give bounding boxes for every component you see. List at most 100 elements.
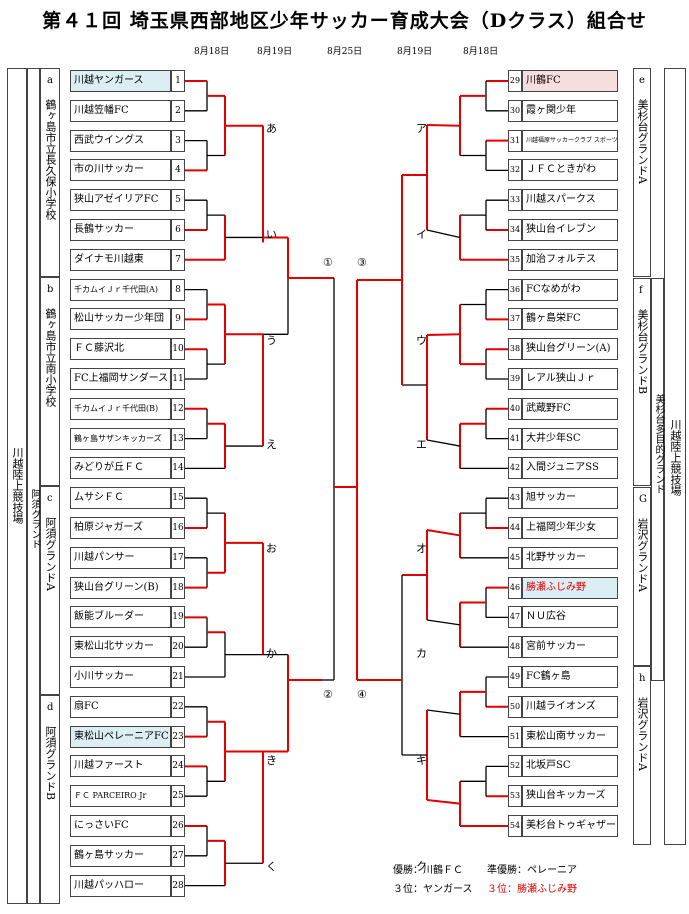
team-number: 10 bbox=[171, 338, 185, 361]
team-name: 狭山台グリーン(B) bbox=[70, 576, 171, 599]
team-name: 鶴ヶ島サザンキッカーズ bbox=[70, 427, 171, 450]
venue-block-left: b 鶴ヶ島市立南小学校 bbox=[40, 277, 60, 486]
team-name: 千カムイＪｒ千代田(B) bbox=[70, 397, 171, 420]
team-number: 22 bbox=[171, 695, 185, 718]
team-name: 宮前サッカー bbox=[522, 636, 618, 659]
team-number: 1 bbox=[171, 70, 185, 92]
team-name: FC鶴ヶ島 bbox=[522, 666, 618, 688]
team-number: 23 bbox=[171, 725, 185, 748]
team-name: 入間ジュニアSS bbox=[522, 457, 618, 480]
team-name: 美杉台トゥギャザー bbox=[522, 815, 618, 837]
team-name: 川鶴FC bbox=[522, 70, 618, 92]
result-third-a: ３位：ヤンガース bbox=[393, 884, 473, 895]
team-name: 川越笠幡FC bbox=[70, 99, 171, 122]
team-number: 54 bbox=[508, 815, 522, 837]
team-name: 狭山アゼイリアFC bbox=[70, 189, 171, 212]
team-name: 飯能ブルーダー bbox=[70, 606, 171, 629]
team-number: 53 bbox=[508, 785, 522, 808]
team-number: 15 bbox=[171, 487, 185, 510]
team-number: 38 bbox=[508, 338, 522, 361]
round-label-right: ア bbox=[416, 122, 427, 135]
team-number: 21 bbox=[171, 666, 185, 688]
team-name: 千カムイＪｒ千代田(A) bbox=[70, 278, 171, 301]
team-number: 44 bbox=[508, 517, 522, 539]
team-number: 9 bbox=[171, 308, 185, 331]
team-number: 52 bbox=[508, 755, 522, 778]
block-letter: e bbox=[639, 75, 645, 86]
team-name: 狭山台キッカーズ bbox=[522, 785, 618, 808]
team-number: 39 bbox=[508, 368, 522, 390]
venue-mid-left: 阿須グランド bbox=[27, 68, 40, 904]
round-label-right: エ bbox=[416, 438, 427, 451]
team-name: ダイナモ川越東 bbox=[70, 248, 171, 271]
bracket-line bbox=[426, 333, 461, 336]
round-label-right: オ bbox=[416, 542, 427, 555]
semifinal-3: ③ bbox=[357, 256, 367, 269]
team-name: 川越ヤンガース bbox=[70, 70, 171, 92]
team-name: 川越ライオンズ bbox=[522, 695, 618, 718]
venue-mid-right-label: 美杉台多目的グランド bbox=[653, 394, 664, 494]
team-name: 西武ウイングス bbox=[70, 129, 171, 152]
team-name: 小川サッカー bbox=[70, 666, 171, 688]
team-number: 48 bbox=[508, 636, 522, 659]
team-name: 川越パンサー bbox=[70, 546, 171, 569]
team-name: 川越スパークス bbox=[522, 189, 618, 212]
team-name: ＪＦＣときがわ bbox=[522, 159, 618, 182]
venue-mid-right: 美杉台多目的グランド bbox=[651, 278, 664, 681]
semifinal-2: ② bbox=[323, 688, 333, 701]
team-number: 31 bbox=[508, 129, 522, 152]
block-venue: 美杉台グランドB bbox=[636, 309, 649, 395]
team-number: 5 bbox=[171, 189, 185, 212]
page-title: 第４１回 埼玉県西部地区少年サッカー育成大会（Dクラス）組合せ bbox=[42, 10, 647, 32]
venue-block-right: e 美杉台グランドA bbox=[633, 68, 651, 277]
team-number: 42 bbox=[508, 457, 522, 480]
team-number: 29 bbox=[508, 70, 522, 92]
bracket-line bbox=[426, 709, 461, 715]
team-number: 33 bbox=[508, 189, 522, 212]
round-label-right: ウ bbox=[416, 334, 427, 347]
block-letter: f bbox=[639, 285, 643, 296]
result-third-b: ３位：勝瀬ふじみ野 bbox=[487, 884, 577, 895]
team-number: 37 bbox=[508, 308, 522, 331]
team-number: 49 bbox=[508, 666, 522, 688]
team-name: ＦＣ藤沢北 bbox=[70, 338, 171, 361]
result-champion: 優勝：川鶴ＦＣ bbox=[393, 865, 463, 876]
team-number: 46 bbox=[508, 576, 522, 599]
block-letter: c bbox=[47, 493, 53, 504]
date-right-r1: 8月18日 bbox=[463, 47, 499, 57]
team-name: 大井少年SC bbox=[522, 427, 618, 450]
team-name: 鶴ヶ島栄FC bbox=[522, 308, 618, 331]
round-label-left: あ bbox=[266, 122, 277, 135]
bracket-line bbox=[426, 799, 461, 805]
team-number: 51 bbox=[508, 725, 522, 748]
team-number: 32 bbox=[508, 159, 522, 182]
team-name: 松山サッカー少年団 bbox=[70, 308, 171, 331]
block-venue: 鶴ヶ島市立長久保小学校 bbox=[44, 99, 57, 220]
team-number: 24 bbox=[171, 755, 185, 778]
block-letter: d bbox=[47, 702, 54, 713]
block-venue: 鶴ヶ島市立南小学校 bbox=[44, 308, 57, 407]
team-name: ムサシＦＣ bbox=[70, 487, 171, 510]
date-left-r1: 8月18日 bbox=[194, 47, 230, 57]
team-name: 北野サッカー bbox=[522, 546, 618, 569]
venue-block-right: f 美杉台グランドB bbox=[633, 278, 651, 486]
team-number: 16 bbox=[171, 517, 185, 539]
team-number: 8 bbox=[171, 278, 185, 301]
team-name: ＮＵ広谷 bbox=[522, 606, 618, 629]
block-letter: b bbox=[47, 284, 54, 295]
round-label-right: ク bbox=[416, 860, 427, 873]
round-label-right: イ bbox=[416, 228, 427, 241]
team-number: 12 bbox=[171, 397, 185, 420]
bracket-line bbox=[426, 124, 461, 127]
team-name: 長鶴サッカー bbox=[70, 219, 171, 241]
team-number: 6 bbox=[171, 219, 185, 241]
team-name: 勝瀬ふじみ野 bbox=[522, 576, 618, 599]
team-name: FCなめがわ bbox=[522, 278, 618, 301]
block-venue: 美杉台グランドA bbox=[636, 99, 649, 184]
round-label-left: う bbox=[266, 334, 277, 347]
